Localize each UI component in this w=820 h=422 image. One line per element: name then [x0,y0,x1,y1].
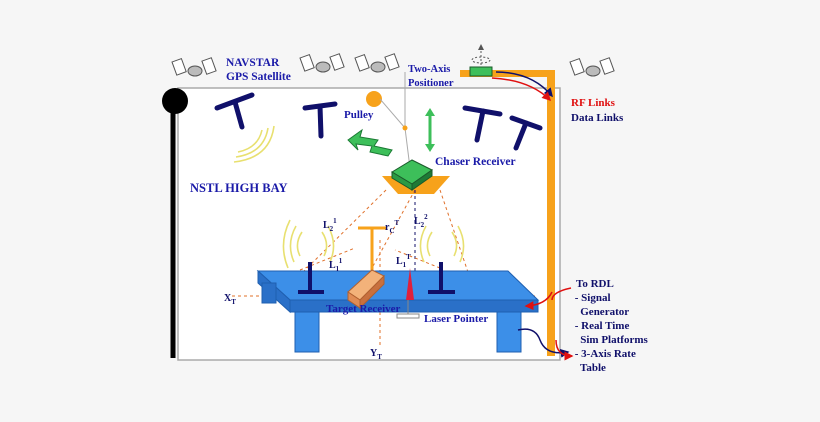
l1-t-label: L1T [396,253,411,269]
pulley-icon [366,91,382,107]
rdl-line: Sim Platforms [572,334,648,346]
rf-link-cable [491,77,552,102]
gps-satellite-icon [569,57,615,77]
test-table [256,269,540,353]
xt-axis-label: XT [224,293,236,306]
rc-label: rCT [385,219,400,235]
gps-satellite-label: GPS Satellite [226,71,291,83]
navstar-label: NAVSTAR [226,57,280,69]
transmitter-icon [302,101,338,139]
gps-satellite-icon [171,57,217,77]
support-column [547,70,555,356]
l1-1-label: L11 [329,257,343,273]
transmitter-icon [509,115,543,151]
high-bay-enclosure [177,87,561,361]
two-axis-positioner [469,44,493,77]
pulley-joint [402,125,408,131]
yt-axis-label: YT [370,348,382,361]
rdl-line: - 3-Axis Rate [572,348,636,360]
data-link-cable [555,339,574,361]
laser-pointer-icon [406,268,414,300]
rdl-list: To RDL - Signal Generator - Real Time Si… [572,278,648,374]
nstl-high-bay-label: NSTL HIGH BAY [190,181,288,195]
positioner-label: Positioner [408,78,454,89]
data-link-cable [517,328,570,358]
target-receiver-label: Target Receiver [326,303,401,315]
positioner-arm [460,70,555,77]
l2-1-label: L21 [323,217,337,233]
transmitter-icon [462,105,503,143]
motion-arrow-icon [347,128,393,157]
rdl-line: Table [572,362,606,374]
pulley-cable [379,98,406,129]
signal-wave-icon [282,219,465,269]
laser-pointer-label: Laser Pointer [424,313,488,325]
chaser-receiver-label: Chaser Receiver [435,156,516,168]
rdl-line: To RDL [576,278,614,290]
two-axis-label: Two-Axis [408,64,450,75]
data-links-label: Data Links [571,112,624,124]
chaser-receiver-icon [411,169,433,191]
data-link-cable [551,287,572,301]
data-link-cable [524,291,553,311]
transmitter-icon [214,92,255,130]
rdl-line: - Real Time [572,320,629,332]
rdl-line: - Signal [572,292,611,304]
l2-2-label: L22 [414,213,428,229]
gps-satellite-icon [354,53,400,73]
gps-satellite-icon [299,53,345,73]
pulley-label: Pulley [344,109,374,121]
table-receiver-icon [298,262,455,294]
pole-top-ball [162,88,188,114]
rdl-line: Generator [572,306,629,318]
rf-links-label: RF Links [571,97,616,109]
signal-wave-icon [233,125,275,163]
target-receiver-icon [347,226,386,310]
